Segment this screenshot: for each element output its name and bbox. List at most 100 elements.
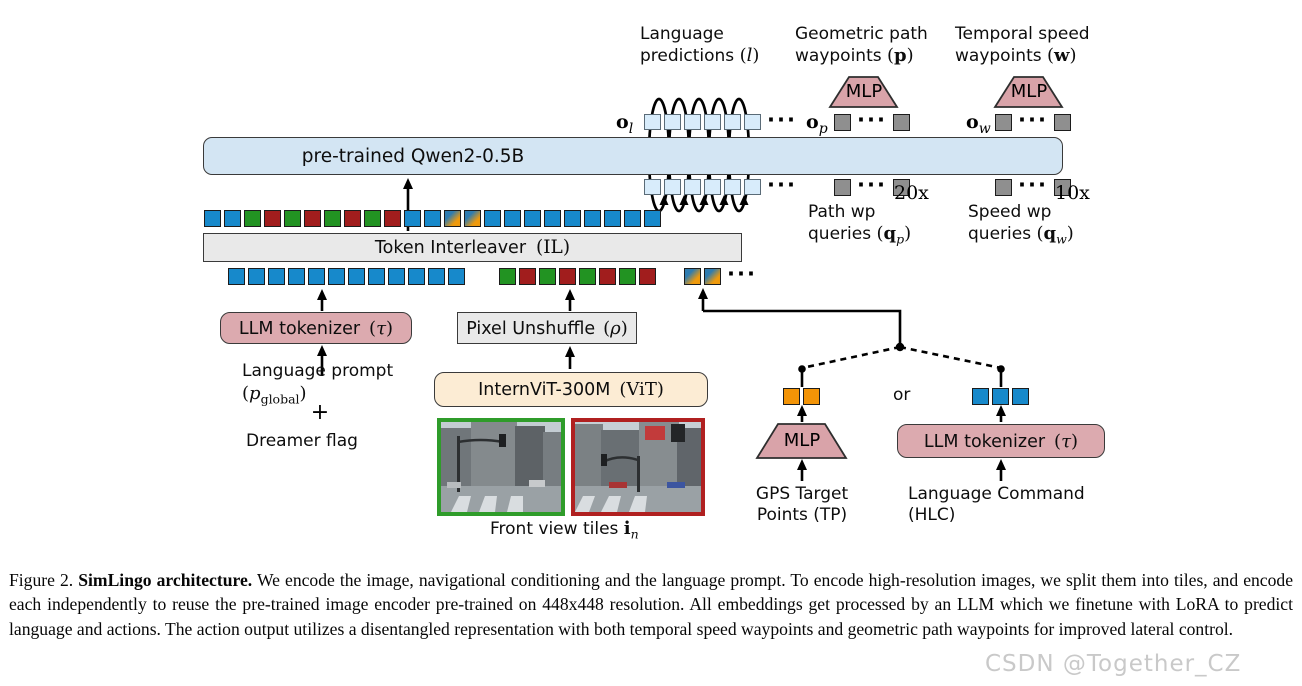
front-view-tile-left-image: [437, 418, 565, 516]
text-token-row: [228, 268, 465, 285]
output-path-symbol: op: [806, 111, 828, 137]
flow-arrowheads: [317, 178, 1006, 470]
figure-caption-title: SimLingo architecture.: [73, 569, 253, 590]
output-speed-symbol: ow: [966, 111, 991, 137]
language-output-tokens: ···: [644, 108, 800, 132]
mlp-trapezoids: [755, 76, 1064, 459]
gps-target-line1: GPS Target: [755, 484, 849, 504]
gray-token-square: [893, 114, 910, 131]
gray-token-square: [995, 179, 1012, 196]
blue-token-square: [992, 388, 1009, 405]
dreamer-flag-label: Dreamer flag: [246, 431, 358, 451]
p-global-symbol: (pglobal): [242, 383, 307, 407]
red-token-square: [639, 268, 656, 285]
llm-tokenizer-left-box: LLM tokenizer(τ): [220, 312, 412, 344]
light-token-square: [744, 179, 761, 195]
plus-symbol: +: [310, 400, 330, 425]
speed-output-tokens: ···: [995, 110, 1071, 131]
speed-mlp-label: MLP: [1010, 81, 1048, 102]
path-queries-label: Path wp queries (qp): [808, 202, 911, 245]
ellipsis-dots: ···: [767, 173, 797, 197]
path-mlp-shape: [828, 76, 899, 108]
nav-routing-junction-dots: [798, 342, 1005, 373]
light-token-square: [724, 179, 741, 195]
front-view-tile-right-image: [571, 418, 705, 516]
gray-token-square: [995, 114, 1012, 131]
gray-token-square: [1054, 179, 1071, 196]
red-token-square: [264, 210, 281, 227]
language-command-line2: (HLC): [908, 505, 956, 525]
language-input-tokens: ···: [644, 173, 800, 197]
grad-token-square: [464, 210, 481, 227]
ellipsis-dots: ···: [727, 262, 757, 286]
city-scene-right: [575, 422, 701, 512]
geometric-path-line1: Geometric path: [795, 24, 928, 44]
figure-caption-body: We encode the image, navigational condit…: [9, 569, 1294, 640]
light-token-square: [684, 179, 701, 195]
path-output-tokens: ···: [834, 108, 910, 132]
loop-arrowheads: [659, 195, 749, 205]
light-token-square: [744, 114, 761, 130]
ellipsis-dots: ···: [857, 108, 887, 132]
green-token-square: [324, 210, 341, 227]
blue-token-square: [268, 268, 285, 285]
gray-token-square: [834, 114, 851, 131]
blue-token-square: [1012, 388, 1029, 405]
blue-token-square: [308, 268, 325, 285]
gps-target-points-label: GPS Target Points (TP): [753, 484, 851, 526]
nav-routing-lines: [703, 309, 1003, 387]
ellipsis-dots: ···: [767, 108, 797, 132]
grad-token-square: [444, 210, 461, 227]
light-token-square: [664, 179, 681, 195]
csdn-watermark: CSDN @Together_CZ: [985, 651, 1242, 677]
gray-token-square: [1054, 114, 1071, 131]
blue-token-square: [972, 388, 989, 405]
red-token-square: [304, 210, 321, 227]
green-token-square: [284, 210, 301, 227]
light-token-square: [684, 114, 701, 130]
nav-token-row: ···: [684, 262, 760, 286]
green-token-square: [364, 210, 381, 227]
city-scene-left: [441, 422, 561, 512]
path-query-multiplier: 20x: [894, 182, 929, 204]
image-token-row: [499, 268, 656, 285]
language-prompt-label: Language prompt: [242, 361, 394, 381]
temporal-speed-line1: Temporal speed: [955, 24, 1090, 44]
blue-token-square: [388, 268, 405, 285]
blue-token-square: [524, 210, 541, 227]
red-token-square: [599, 268, 616, 285]
light-token-square: [664, 114, 681, 130]
qwen-llm-bar-label: pre-trained Qwen2-0.5B: [301, 145, 525, 167]
blue-token-square: [368, 268, 385, 285]
red-token-square: [559, 268, 576, 285]
blue-token-square: [408, 268, 425, 285]
connector-overlay: [317, 76, 1064, 481]
language-predictions-line2: predictions (l): [640, 45, 760, 66]
blue-token-square: [504, 210, 521, 227]
blue-token-square: [204, 210, 221, 227]
llm-tokenizer-right-box: LLM tokenizer(τ): [897, 424, 1105, 458]
target-point-tokens: [783, 388, 820, 405]
path-queries-line1: Path wp: [808, 202, 876, 222]
interleaved-token-row: [204, 210, 661, 227]
speed-queries-label: Speed wp queries (qw): [968, 202, 1074, 245]
blue-token-square: [328, 268, 345, 285]
token-interleaver-bar: Token Interleaver(IL): [203, 233, 742, 262]
red-token-square: [519, 268, 536, 285]
internvit-label: InternViT-300M(ViT): [478, 379, 664, 400]
speed-query-tokens: ···: [995, 175, 1071, 196]
llm-tokenizer-right-label: LLM tokenizer(τ): [923, 430, 1079, 452]
speed-queries-line1: Speed wp: [968, 202, 1052, 222]
blue-token-square: [604, 210, 621, 227]
blue-token-square: [428, 268, 445, 285]
or-label: or: [893, 385, 911, 405]
blue-token-square: [424, 210, 441, 227]
language-command-line1: Language Command: [908, 484, 1085, 504]
light-token-square: [704, 114, 721, 130]
light-token-square: [704, 179, 721, 195]
path-mlp-label: MLP: [845, 81, 883, 102]
red-token-square: [384, 210, 401, 227]
gray-token-square: [893, 179, 910, 196]
speed-queries-line2: queries (qw): [968, 223, 1074, 247]
